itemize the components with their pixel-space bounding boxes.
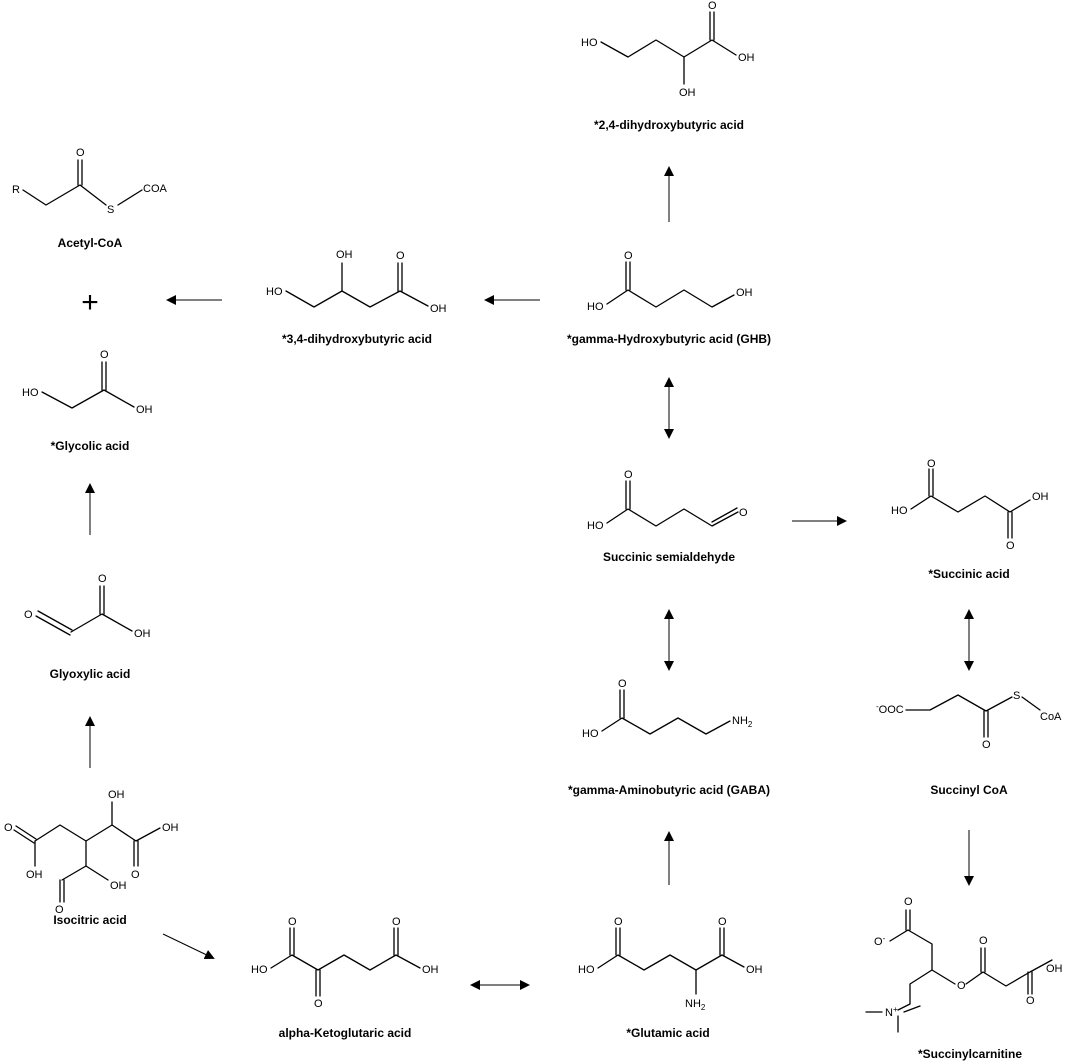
svg-text:O: O bbox=[100, 349, 109, 361]
label-2-4-dihydroxybutyric-acid: *2,4-dihydroxybutyric acid bbox=[594, 118, 744, 132]
svg-text:OH: OH bbox=[26, 869, 43, 881]
plus-sign: + bbox=[81, 286, 99, 319]
molecule-alpha-ketoglutaric-acid: HO O O O OH alpha-Ketoglutaric acid bbox=[251, 916, 439, 1040]
svg-text:O: O bbox=[76, 147, 85, 159]
label-glutamic-acid: *Glutamic acid bbox=[626, 1026, 709, 1040]
label-acetyl-coa: Acetyl-CoA bbox=[58, 236, 123, 250]
svg-text:HO: HO bbox=[266, 286, 283, 298]
svg-text:-OOC: -OOC bbox=[876, 702, 904, 716]
svg-text:O: O bbox=[739, 507, 748, 519]
svg-text:N+: N+ bbox=[885, 1005, 898, 1019]
svg-text:OH: OH bbox=[1032, 491, 1049, 503]
label-glyoxylic-acid: Glyoxylic acid bbox=[50, 667, 131, 681]
svg-text:OH: OH bbox=[1046, 963, 1063, 975]
svg-text:O: O bbox=[1006, 540, 1015, 552]
molecule-acetyl-coa: R O S COA Acetyl-CoA bbox=[12, 147, 168, 250]
molecule-2-4-dihydroxybutyric-acid: HO OH O OH *2,4-dihydroxybutyric acid bbox=[581, 0, 755, 132]
label-3-4-dihydroxybutyric-acid: *3,4-dihydroxybutyric acid bbox=[282, 332, 432, 346]
svg-text:O: O bbox=[24, 609, 33, 621]
svg-text:O: O bbox=[957, 980, 966, 992]
svg-text:OH: OH bbox=[736, 287, 753, 299]
svg-text:HO: HO bbox=[251, 964, 268, 976]
svg-text:HO: HO bbox=[578, 964, 595, 976]
molecule-glyoxylic-acid: O O OH Glyoxylic acid bbox=[24, 573, 151, 681]
svg-text:O-: O- bbox=[874, 934, 886, 948]
svg-text:O: O bbox=[618, 678, 627, 690]
label-glycolic-acid: *Glycolic acid bbox=[51, 439, 130, 453]
svg-text:O: O bbox=[131, 869, 140, 881]
molecule-glycolic-acid: HO O OH *Glycolic acid bbox=[22, 349, 153, 453]
svg-text:O: O bbox=[718, 916, 727, 928]
label-succinic-semialdehyde: Succinic semialdehyde bbox=[603, 550, 735, 564]
molecule-gaba: HO O NH2 *gamma-Aminobutyric acid (GABA) bbox=[568, 678, 770, 797]
molecule-succinic-semialdehyde: HO O O Succinic semialdehyde bbox=[587, 469, 748, 564]
label-gaba: *gamma-Aminobutyric acid (GABA) bbox=[568, 783, 770, 797]
molecule-succinic-acid: HO O O OH *Succinic acid bbox=[891, 458, 1049, 581]
svg-text:OH: OH bbox=[738, 52, 755, 64]
svg-text:O: O bbox=[396, 250, 405, 262]
molecule-ghb: HO O OH *gamma-Hydroxybutyric acid (GHB) bbox=[567, 250, 771, 346]
svg-text:O: O bbox=[927, 458, 936, 470]
svg-text:HO: HO bbox=[891, 505, 908, 517]
molecule-succinyl-coa: -OOC O S CoA Succinyl CoA bbox=[876, 690, 1062, 797]
svg-text:R: R bbox=[12, 184, 20, 196]
svg-text:OH: OH bbox=[430, 303, 447, 315]
svg-text:OH: OH bbox=[108, 789, 125, 801]
molecule-isocitric-acid: O OH OH O OH O OH Isocitric acid bbox=[4, 789, 179, 927]
svg-text:O: O bbox=[708, 0, 717, 12]
svg-text:OH: OH bbox=[136, 404, 153, 416]
svg-text:OH: OH bbox=[134, 628, 151, 640]
svg-text:O: O bbox=[614, 916, 623, 928]
svg-text:O: O bbox=[4, 822, 13, 834]
svg-text:OH: OH bbox=[162, 822, 179, 834]
label-succinylcarnitine: *Succinylcarnitine bbox=[918, 1047, 1022, 1061]
svg-text:OH: OH bbox=[110, 880, 127, 892]
molecule-3-4-dihydroxybutyric-acid: HO OH O OH *3,4-dihydroxybutyric acid bbox=[266, 249, 447, 346]
label-succinyl-coa: Succinyl CoA bbox=[930, 783, 1008, 797]
svg-text:S: S bbox=[1013, 690, 1020, 702]
svg-text:O: O bbox=[979, 935, 988, 947]
label-isocitric-acid: Isocitric acid bbox=[53, 913, 126, 927]
arrow-isocitric-to-akg bbox=[162, 933, 215, 960]
svg-text:S: S bbox=[107, 204, 114, 216]
svg-text:HO: HO bbox=[587, 301, 604, 313]
svg-text:HO: HO bbox=[581, 37, 598, 49]
label-ghb: *gamma-Hydroxybutyric acid (GHB) bbox=[567, 332, 771, 346]
reaction-arrows bbox=[85, 166, 974, 990]
svg-text:O: O bbox=[288, 916, 297, 928]
label-succinic-acid: *Succinic acid bbox=[928, 567, 1009, 581]
molecule-glutamic-acid: HO O O OH NH2 *Glutamic acid bbox=[578, 916, 763, 1040]
svg-text:NH2: NH2 bbox=[685, 998, 706, 1012]
svg-text:HO: HO bbox=[22, 387, 39, 399]
svg-text:O: O bbox=[624, 250, 633, 262]
svg-text:OH: OH bbox=[422, 964, 439, 976]
svg-text:O: O bbox=[1026, 995, 1035, 1007]
svg-text:O: O bbox=[624, 469, 633, 481]
svg-text:OH: OH bbox=[679, 87, 696, 99]
svg-text:OH: OH bbox=[336, 249, 353, 261]
svg-text:HO: HO bbox=[587, 520, 604, 532]
svg-text:COA: COA bbox=[143, 183, 168, 195]
svg-text:O: O bbox=[98, 573, 107, 585]
label-alpha-ketoglutaric-acid: alpha-Ketoglutaric acid bbox=[279, 1026, 412, 1040]
svg-text:HO: HO bbox=[582, 728, 599, 740]
svg-text:O: O bbox=[904, 896, 913, 908]
svg-text:O: O bbox=[392, 916, 401, 928]
svg-text:O: O bbox=[982, 739, 991, 751]
svg-text:NH2: NH2 bbox=[732, 715, 753, 729]
svg-text:OH: OH bbox=[746, 964, 763, 976]
svg-text:CoA: CoA bbox=[1040, 711, 1062, 723]
molecule-succinylcarnitine: O O- N+ O O O OH *Succinylcarnitine bbox=[865, 896, 1063, 1061]
svg-text:O: O bbox=[55, 904, 64, 916]
svg-text:O: O bbox=[314, 998, 323, 1010]
